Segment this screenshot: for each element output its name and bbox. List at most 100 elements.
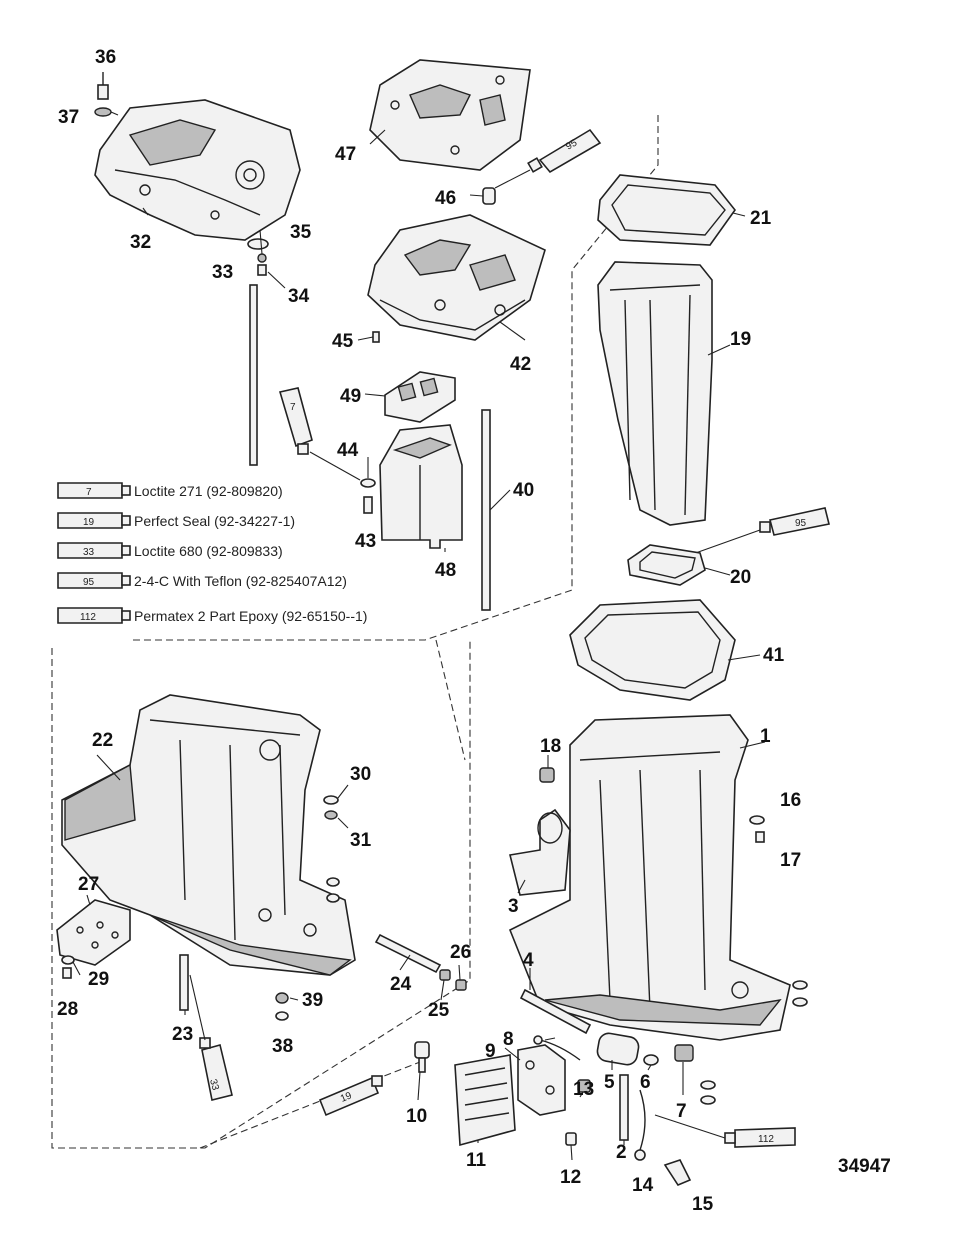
legend-row-3: 33 Loctite 680 (92-809833)	[57, 542, 283, 559]
callout-16: 16	[780, 790, 801, 811]
callout-11: 11	[466, 1150, 487, 1171]
callout-37: 37	[58, 107, 79, 128]
diagram-number: 34947	[838, 1156, 891, 1177]
legend-row-5: 112 Permatex 2 Part Epoxy (92-65150--1)	[57, 607, 367, 624]
callout-27: 27	[78, 874, 99, 895]
legend-tube-2: 19	[83, 517, 95, 528]
callout-5: 5	[604, 1072, 615, 1093]
legend-tube-1: 7	[86, 487, 92, 498]
part-13-nut	[577, 1079, 591, 1093]
callout-32: 32	[130, 232, 151, 253]
sealant-tube-19: 19	[318, 1075, 383, 1117]
callout-numbers: 36 37 32 33 35 34 47 46 45 42 49 44 43 4…	[57, 47, 801, 1215]
sealant-tube-95-top: 95	[527, 128, 602, 174]
sealant-tube-95-right: 95	[759, 507, 830, 536]
part-44-washer	[360, 478, 376, 488]
legend-text-2: Perfect Seal (92-34227-1)	[134, 513, 295, 529]
group-dash-lines	[51, 115, 659, 1149]
part-39-nut	[275, 992, 289, 1004]
callout-13: 13	[573, 1079, 594, 1100]
legend-row-1: 7 Loctite 271 (92-809820)	[57, 482, 283, 499]
part-12-screw	[565, 1132, 577, 1146]
part-4-bolt	[519, 988, 592, 1035]
part-42-exhaust-plate	[367, 214, 546, 341]
callout-7: 7	[676, 1101, 687, 1122]
callout-12: 12	[560, 1167, 581, 1188]
part-32-adapter-plate	[94, 99, 301, 241]
part-48-exhaust-tube	[379, 424, 463, 549]
callout-46: 46	[435, 188, 456, 209]
part-16-washer	[749, 815, 765, 825]
part-20-seal	[627, 544, 706, 586]
legend-tube-3: 33	[83, 547, 95, 558]
part-8-ground-strap	[533, 1035, 581, 1061]
part-25-nut	[439, 969, 451, 981]
callout-2: 2	[616, 1142, 627, 1163]
part-2-stud	[619, 1074, 629, 1141]
legend-row-2: 19 Perfect Seal (92-34227-1)	[57, 512, 295, 529]
part-15-screw	[663, 1159, 692, 1186]
washer-stack-left	[326, 877, 340, 903]
part-18-grommet	[539, 767, 555, 783]
callout-35: 35	[290, 222, 312, 243]
legend-text-4: 2-4-C With Teflon (92-825407A12)	[134, 573, 347, 589]
part-49-gasket	[384, 371, 456, 423]
callout-21: 21	[750, 208, 772, 229]
callout-47: 47	[335, 144, 356, 165]
part-3-water-tube-elbow	[509, 808, 571, 896]
legend-tube-4: 95	[83, 577, 95, 588]
part-6-washer	[643, 1054, 659, 1066]
part-23-stud	[179, 954, 189, 1011]
part-9-bracket	[517, 1044, 566, 1116]
part-36-bolt	[97, 72, 109, 100]
callout-43: 43	[355, 531, 376, 552]
part-47-gasket	[369, 59, 531, 171]
part-21-seal	[597, 174, 737, 246]
part-10-screw	[414, 1041, 430, 1073]
part-27-plate	[56, 899, 131, 966]
callout-41: 41	[763, 645, 785, 666]
sealant-tube-33: 33	[199, 1037, 233, 1101]
callout-31: 31	[350, 830, 372, 851]
legend-text-1: Loctite 271 (92-809820)	[134, 483, 283, 499]
shift-rod-left	[249, 284, 258, 466]
callout-36: 36	[95, 47, 116, 68]
part-34-stud	[257, 264, 267, 276]
callout-39: 39	[302, 990, 323, 1011]
callout-49: 49	[340, 386, 361, 407]
callout-6: 6	[640, 1072, 651, 1093]
legend-text-3: Loctite 680 (92-809833)	[134, 543, 283, 559]
tube-95-top-label: 95	[564, 137, 580, 152]
callout-34: 34	[288, 286, 310, 307]
part-11-anode	[454, 1054, 516, 1147]
part-33-washer	[247, 238, 269, 250]
legend-tube-5: 112	[80, 612, 96, 623]
part-35-nut	[257, 253, 267, 263]
part-19-chamber	[597, 261, 713, 526]
callout-24: 24	[390, 974, 412, 995]
callout-3: 3	[508, 896, 519, 917]
tube-112-label: 112	[758, 1134, 774, 1145]
callout-19: 19	[730, 329, 751, 350]
callout-42: 42	[510, 354, 531, 375]
sealant-tube-7: 7	[278, 387, 313, 455]
washer-stack-right	[700, 980, 808, 1105]
tube-7-label: 7	[290, 402, 296, 413]
callout-44: 44	[337, 440, 359, 461]
callout-48: 48	[435, 560, 456, 581]
part-7-nut	[674, 1044, 694, 1062]
tube-19-label: 19	[339, 1090, 354, 1105]
part-31-nut	[324, 810, 338, 820]
part-43-screw	[363, 496, 373, 514]
part-24-stud	[374, 933, 442, 974]
callout-20: 20	[730, 567, 751, 588]
part-14-ground-strap	[634, 1089, 646, 1161]
part-45-dowel	[372, 331, 380, 343]
legend-row-4: 95 2-4-C With Teflon (92-825407A12)	[57, 572, 347, 589]
part-40-shift-rod	[481, 409, 491, 611]
part-46-sleeve	[482, 187, 496, 205]
legend-text-5: Permatex 2 Part Epoxy (92-65150--1)	[134, 608, 367, 624]
callout-23: 23	[172, 1024, 193, 1045]
part-29-washer	[61, 955, 75, 965]
